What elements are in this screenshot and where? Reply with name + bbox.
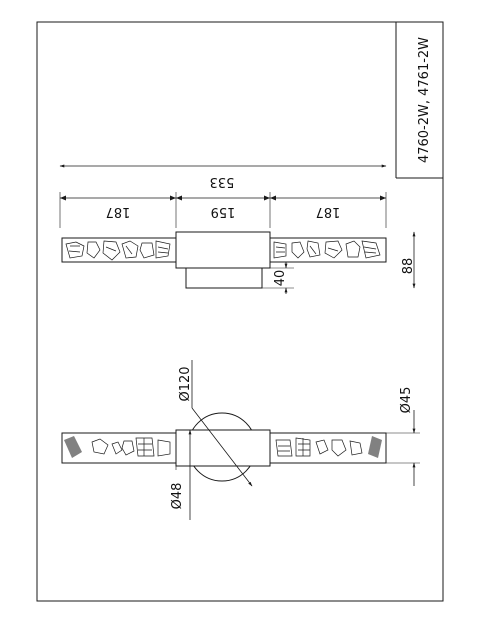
- model-codes: 4760-2W, 4761-2W: [417, 37, 432, 163]
- wall-base-plate: [185, 267, 263, 289]
- center-segment-label: 159: [211, 204, 236, 219]
- right-segment-label: 187: [316, 204, 341, 219]
- center-body: [175, 231, 271, 269]
- front-crystals-left: [91, 437, 171, 457]
- left-segment-label: 187: [106, 204, 131, 219]
- body-diameter-dimension: Ø48: [170, 429, 192, 520]
- base-offset-label: 40: [273, 270, 288, 287]
- overall-length-dimension: 533: [59, 164, 387, 189]
- side-view: 88 40: [61, 231, 416, 294]
- canopy-diameter-dimension: Ø120: [178, 360, 253, 487]
- depth-dimension: 88: [401, 231, 416, 289]
- body-diameter-label: Ø48: [170, 483, 185, 510]
- overall-length-label: 533: [210, 174, 235, 189]
- right-crystal-tube: [269, 237, 387, 263]
- front-crystals-right: [275, 437, 363, 457]
- sheet-border: [36, 21, 444, 602]
- segment-dimensions: 187 159 187: [59, 192, 387, 228]
- left-end-cap: [64, 436, 82, 458]
- crystals-left: [65, 240, 171, 261]
- arm-diameter-label: Ø45: [399, 387, 414, 414]
- canopy-diameter-label: Ø120: [178, 366, 193, 401]
- right-end-cap: [368, 436, 382, 458]
- title-block: 4760-2W, 4761-2W: [395, 22, 443, 179]
- depth-label: 88: [401, 258, 416, 275]
- arm-diameter-dimension: Ø45: [386, 387, 420, 486]
- front-view: Ø120 Ø48 Ø45: [61, 360, 420, 520]
- base-offset-dimension: 40: [262, 262, 294, 294]
- right-arm: [269, 432, 387, 464]
- crystals-right: [273, 240, 381, 259]
